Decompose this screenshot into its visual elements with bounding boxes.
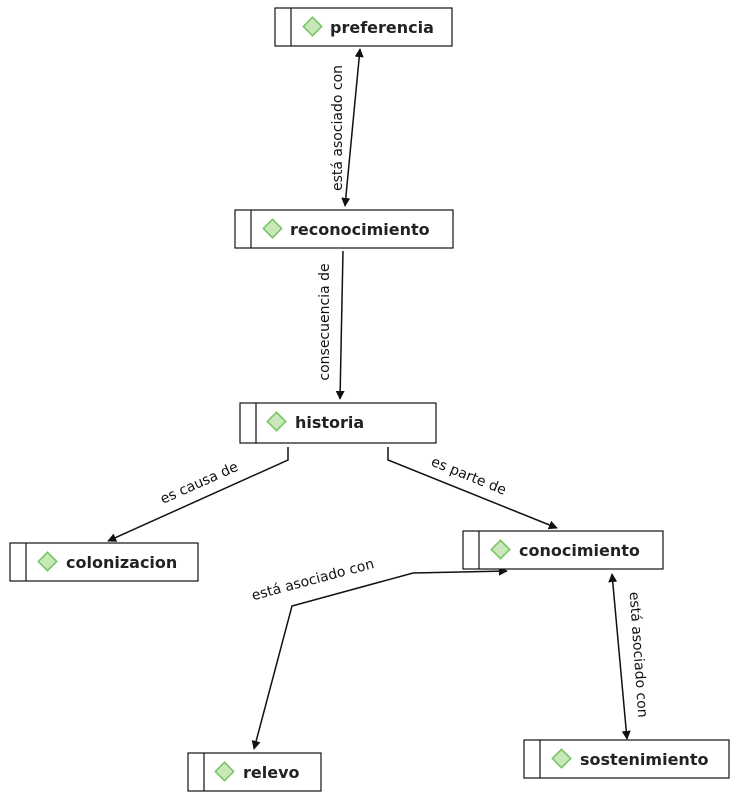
- node-conocimiento[interactable]: conocimiento: [462, 530, 664, 570]
- diamond-icon: [266, 411, 287, 432]
- edge-line: [608, 573, 631, 740]
- node-label: historia: [295, 413, 364, 432]
- edge-label: está asociado con: [330, 65, 346, 191]
- edge-historia-colonizacion[interactable]: es causa de: [107, 447, 289, 542]
- edge-label: está asociado con: [626, 591, 651, 718]
- diamond-icon: [302, 16, 323, 37]
- node-relevo[interactable]: relevo: [187, 752, 322, 792]
- edge-line: [335, 250, 345, 400]
- node-label: reconocimiento: [290, 220, 430, 239]
- diamond-icon: [490, 539, 511, 560]
- edge-label: está asociado con: [250, 556, 376, 604]
- edge-line: [251, 566, 508, 750]
- node-colonizacion[interactable]: colonizacion: [9, 542, 199, 582]
- diamond-icon: [262, 218, 283, 239]
- node-reconocimiento[interactable]: reconocimiento: [234, 209, 454, 249]
- edge-line: [341, 48, 364, 207]
- edge-label: consecuencia de: [317, 263, 333, 380]
- node-sostenimiento[interactable]: sostenimiento: [523, 739, 730, 779]
- node-label: relevo: [243, 763, 300, 782]
- node-label: preferencia: [330, 18, 434, 37]
- edge-historia-conocimiento[interactable]: es parte de: [387, 447, 558, 530]
- node-preferencia[interactable]: preferencia: [274, 7, 453, 47]
- edge-line: [387, 447, 558, 530]
- diamond-icon: [214, 761, 235, 782]
- node-label: colonizacion: [66, 553, 177, 572]
- diamond-icon: [551, 748, 572, 769]
- edge-reconocimiento-historia[interactable]: consecuencia de: [317, 250, 345, 400]
- edge-preferencia-reconocimiento[interactable]: está asociado con: [330, 48, 364, 207]
- node-box: [187, 752, 322, 792]
- edge-line: [107, 447, 289, 542]
- node-label: sostenimiento: [580, 750, 708, 769]
- edge-conocimiento-sostenimiento[interactable]: está asociado con: [608, 573, 651, 740]
- diamond-icon: [37, 551, 58, 572]
- edge-conocimiento-relevo[interactable]: está asociado con: [250, 556, 508, 750]
- node-historia[interactable]: historia: [239, 402, 437, 444]
- node-label: conocimiento: [519, 541, 640, 560]
